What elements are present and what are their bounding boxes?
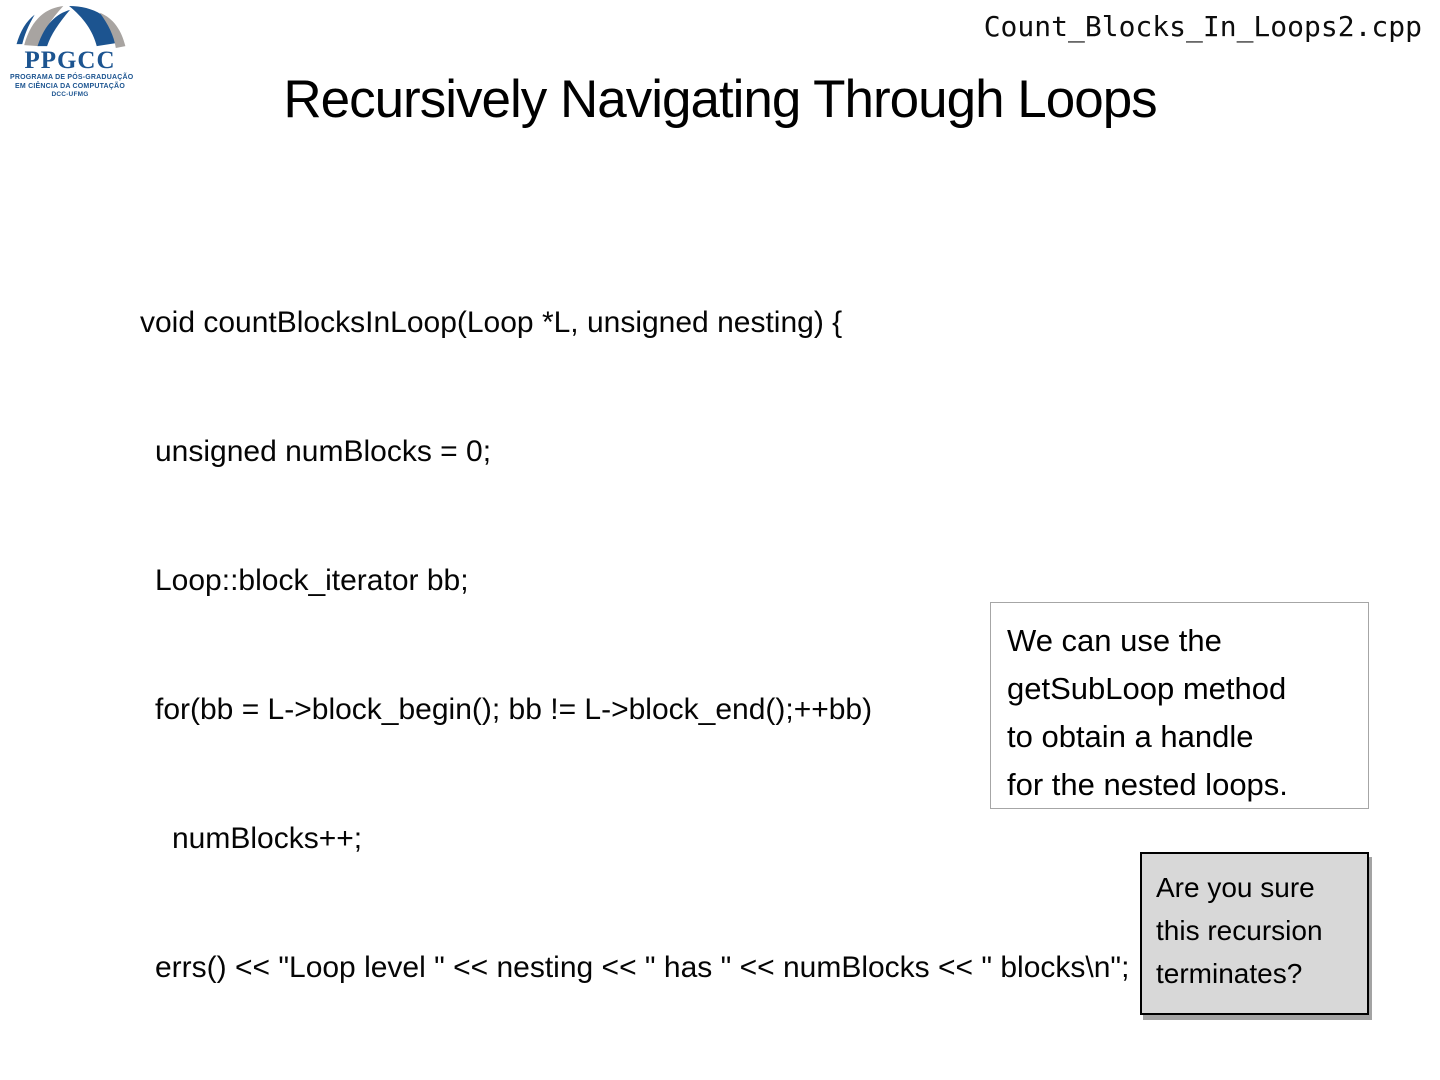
code-line: for(bb = L->block_begin(); bb != L->bloc… <box>155 693 873 726</box>
code-line: vector<Loop*> subLoops = L->getSubLoops(… <box>140 1075 1240 1080</box>
note-line: We can use the <box>1007 623 1222 658</box>
warning-callout: Are you sure this recursion terminates? <box>1140 852 1369 1015</box>
warning-line: this recursion <box>1156 915 1323 946</box>
code-line: unsigned numBlocks = 0; <box>155 435 492 468</box>
logo-acronym: PPGCC <box>24 47 116 74</box>
code-line: void countBlocksInLoop(Loop *L, unsigned… <box>140 306 843 339</box>
code-line: Loop::block_iterator bb; <box>155 564 469 597</box>
note-callout: We can use the getSubLoop method to obta… <box>990 602 1369 809</box>
code-line: errs() << "Loop level " << nesting << " … <box>155 951 1130 984</box>
slide-filename: Count_Blocks_In_Loops2.cpp <box>983 10 1422 43</box>
ppgcc-logo-sails-icon <box>16 6 126 48</box>
ppgcc-logo: PPGCC PROGRAMA DE PÓS-GRADUAÇÃO EM CIÊNC… <box>10 6 134 100</box>
logo-subtitle-line1: PROGRAMA DE PÓS-GRADUAÇÃO <box>10 74 134 81</box>
slide-title: Recursively Navigating Through Loops <box>283 70 1157 129</box>
note-line: for the nested loops. <box>1007 767 1288 802</box>
logo-subtitle-line2: EM CIÊNCIA DA COMPUTAÇÃO <box>15 82 125 90</box>
note-line: to obtain a handle <box>1007 719 1254 754</box>
warning-line: Are you sure <box>1156 872 1315 903</box>
code-line: numBlocks++; <box>172 822 363 855</box>
note-line: getSubLoop method <box>1007 671 1287 706</box>
code-block: void countBlocksInLoop(Loop *L, unsigned… <box>140 215 1240 1080</box>
logo-subtitle-line3: DCC-UFMG <box>51 91 89 98</box>
warning-line: terminates? <box>1156 958 1303 989</box>
